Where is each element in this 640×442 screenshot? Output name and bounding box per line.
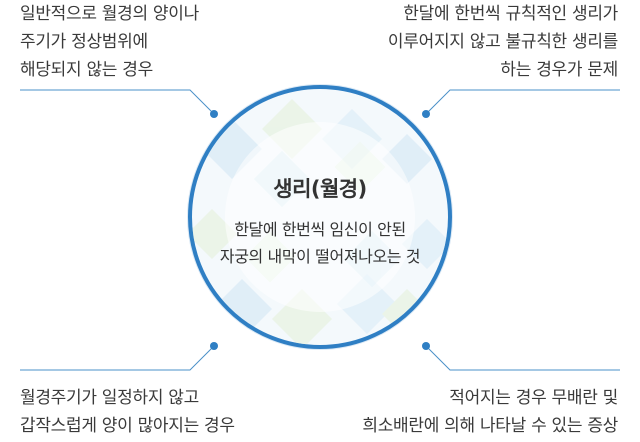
connector-top-right [425, 89, 620, 115]
top-right-note: 한달에 한번씩 규칙적인 생리가 이루어지지 않고 불규칙한 생리를 하는 경우… [388, 0, 618, 84]
connector-dot-bottom-left [210, 342, 218, 350]
connector-dot-bottom-right [422, 342, 430, 350]
center-description: 한달에 한번씩 임신이 안된 자궁의 내막이 떨어져나오는 것 [192, 216, 448, 270]
top-left-line-3: 해당되지 않는 경우 [20, 60, 153, 80]
center-circle: 생리(월경) 한달에 한번씩 임신이 안된 자궁의 내막이 떨어져나오는 것 [188, 85, 452, 349]
connector-top-left [20, 89, 215, 115]
connector-bottom-right [425, 345, 620, 371]
top-left-line-2: 주기가 정상범위에 [20, 32, 148, 52]
center-description-line-1: 한달에 한번씩 임신이 안된 [234, 220, 406, 239]
bottom-right-line-2: 희소배란에 의해 나타날 수 있는 증상 [362, 416, 618, 436]
center-title: 생리(월경) [273, 177, 367, 201]
bottom-right-line-1: 적어지는 경우 무배란 및 [449, 388, 618, 408]
top-left-note: 일반적으로 월경의 양이나 주기가 정상범위에 해당되지 않는 경우 [20, 0, 199, 84]
center-description-line-2: 자궁의 내막이 떨어져나오는 것 [219, 247, 421, 266]
bottom-right-note: 적어지는 경우 무배란 및 희소배란에 의해 나타날 수 있는 증상 [362, 384, 618, 440]
center-content: 생리(월경) 한달에 한번씩 임신이 안된 자궁의 내막이 떨어져나오는 것 [192, 173, 448, 270]
connector-dot-top-left [210, 110, 218, 118]
top-right-line-2: 이루어지지 않고 불규칙한 생리를 [387, 32, 618, 52]
top-left-line-1: 일반적으로 월경의 양이나 [20, 4, 199, 24]
connector-bottom-left [20, 345, 215, 371]
bottom-left-line-1: 월경주기가 일정하지 않고 [20, 388, 199, 408]
mosaic-background [192, 99, 448, 345]
bottom-left-line-2: 갑작스럽게 양이 많아지는 경우 [20, 416, 235, 436]
top-right-line-3: 하는 경우가 문제 [500, 60, 618, 80]
connector-dot-top-right [422, 110, 430, 118]
bottom-left-note: 월경주기가 일정하지 않고 갑작스럽게 양이 많아지는 경우 [20, 384, 235, 440]
top-right-line-1: 한달에 한번씩 규칙적인 생리가 [403, 4, 618, 24]
